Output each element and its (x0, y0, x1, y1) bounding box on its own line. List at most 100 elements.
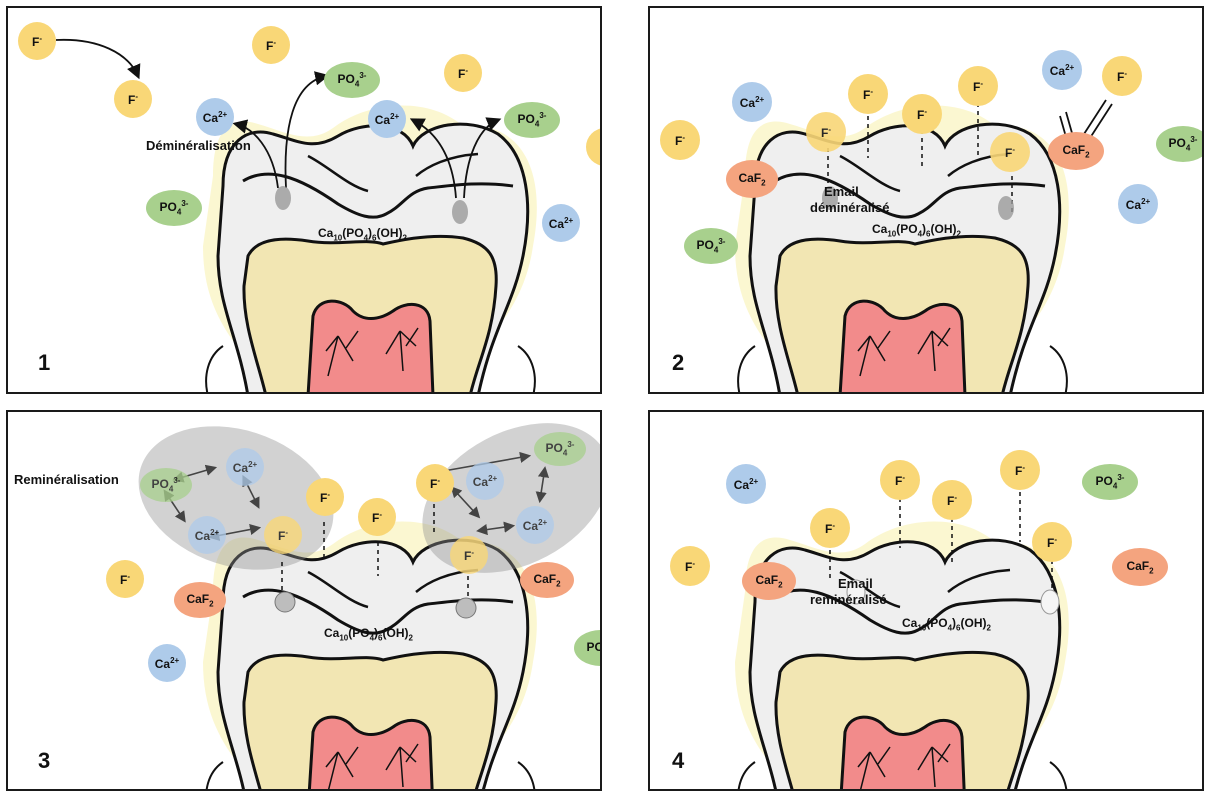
calcium-ion: Ca2+ (226, 448, 264, 486)
hydroxyapatite-formula: Ca10(PO4)6(OH)2 (872, 222, 961, 238)
ion-subscript: 2 (778, 580, 782, 589)
ion-charge: - (980, 79, 983, 88)
ion-charge: 3- (1190, 135, 1197, 144)
calcium-ion: Ca2+ (368, 100, 406, 138)
phosphate-ion: PO43- (684, 228, 738, 264)
fluoride-ion: F- (444, 54, 482, 92)
formula-subscript: 2 (987, 623, 991, 632)
ion-charge: - (273, 38, 276, 47)
ion-symbol: PO (1169, 136, 1186, 150)
ion-symbol: PO (546, 441, 563, 455)
formula-part: (PO (342, 226, 363, 240)
ion-symbol: Ca (233, 461, 248, 475)
ion-charge: 3- (1117, 473, 1124, 482)
calcium-ion: Ca2+ (732, 82, 772, 122)
ion-symbol: CaF (1126, 559, 1149, 573)
formula-part: (OH) (931, 222, 957, 236)
panel-2: F- F- F- F- F- F- F- Ca2+ Ca2+ Ca2+ CaF2… (648, 6, 1204, 394)
ion-charge: - (692, 559, 695, 568)
calcium-ion: Ca2+ (188, 516, 226, 554)
ion-charge: - (1124, 69, 1127, 78)
calcium-ion: Ca2+ (466, 462, 504, 500)
ion-symbol: Ca (734, 478, 749, 492)
formula-part: Ca (318, 226, 333, 240)
panel-number: 3 (38, 748, 50, 774)
ion-symbol: CaF (533, 572, 556, 586)
ion-charge: - (924, 107, 927, 116)
fluoride-ion: F- (416, 464, 454, 502)
calcium-fluoride: CaF2 (742, 562, 796, 600)
ion-charge: - (1012, 145, 1015, 154)
formula-subscript: 2 (409, 633, 413, 642)
ion-charge: - (437, 476, 440, 485)
ion-charge: 3- (181, 199, 188, 208)
ion-symbol: PO (697, 238, 714, 252)
formula-part: (OH) (377, 226, 403, 240)
phosphate-ion: PO43- (146, 190, 202, 226)
formula-subscript: 2 (403, 233, 407, 242)
fluoride-ion: F- (1102, 56, 1142, 96)
calcium-ion: Ca2+ (726, 464, 766, 504)
ion-symbol: PO (338, 72, 355, 86)
demineralised-spot (452, 200, 468, 224)
hydroxyapatite-formula: Ca10(PO4)6(OH)2 (318, 226, 407, 242)
ion-charge: 3- (718, 237, 725, 246)
phosphate-ion: PO43- (1082, 464, 1138, 500)
ion-subscript: 2 (1149, 566, 1153, 575)
demineralised-enamel-label: Email déminéralisé (810, 184, 890, 216)
ion-charge: 2+ (218, 110, 227, 119)
ion-subscript: 2 (556, 579, 560, 588)
remineralised-spot (275, 592, 295, 612)
ion-charge: - (954, 493, 957, 502)
remineralised-spot (456, 598, 476, 618)
ion-charge: 3- (173, 476, 180, 485)
ion-charge: - (902, 473, 905, 482)
demineralised-spot (275, 186, 291, 210)
ion-subscript: 4 (355, 80, 359, 89)
fluoride-ion: F- (1032, 522, 1072, 562)
ion-charge: 2+ (210, 528, 219, 537)
calcium-ion: Ca2+ (196, 98, 234, 136)
ion-symbol: PO (160, 200, 177, 214)
ion-symbol: Ca (203, 111, 218, 125)
ion-charge: - (379, 510, 382, 519)
ion-charge: 3- (567, 440, 574, 449)
fluoride-ion: F- (810, 508, 850, 548)
calcium-fluoride: CaF2 (1112, 548, 1168, 586)
formula-part: Ca (902, 616, 917, 630)
calcium-fluoride: CaF2 (1048, 132, 1104, 170)
panel-number: 4 (672, 748, 684, 774)
calcium-ion: Ca2+ (542, 204, 580, 242)
calcium-fluoride: CaF2 (726, 160, 778, 198)
formula-part: (PO (348, 626, 369, 640)
formula-part: Ca (324, 626, 339, 640)
formula-part: (PO (896, 222, 917, 236)
ion-subscript: 4 (714, 246, 718, 255)
hydroxyapatite-formula: Ca10(PO4)6(OH)2 (324, 626, 413, 642)
remineralisation-label: Reminéralisation (14, 472, 119, 488)
fluoride-ion: F- (1000, 450, 1040, 490)
calcium-fluoride: CaF2 (174, 582, 226, 618)
formula-subscript: 10 (339, 633, 348, 642)
formula-subscript: 10 (333, 233, 342, 242)
ion-charge: 2+ (564, 216, 573, 225)
calcium-ion: Ca2+ (1118, 184, 1158, 224)
fluoride-ion: F- (106, 560, 144, 598)
ion-subscript: 4 (563, 449, 567, 458)
ion-symbol: Ca (1126, 198, 1141, 212)
remineralised-enamel-label: Email reminéralisé (810, 576, 887, 608)
demineralisation-label: Déminéralisation (146, 138, 251, 154)
panel-number: 2 (672, 350, 684, 376)
ion-charge: 2+ (248, 460, 257, 469)
ion-charge: - (465, 66, 468, 75)
fluoride-ion: F- (880, 460, 920, 500)
fluoride-ion: F- (358, 498, 396, 536)
panel-1: F- F- F- F- F- Ca2+ Ca2+ Ca2+ PO43- PO43… (6, 6, 602, 394)
formula-subscript: 10 (887, 229, 896, 238)
ion-charge: 2+ (538, 518, 547, 527)
fluoride-ion: F- (18, 22, 56, 60)
ion-charge: - (828, 125, 831, 134)
fluoride-ion: F- (806, 112, 846, 152)
fluoride-ion: F- (848, 74, 888, 114)
ion-charge: - (682, 133, 685, 142)
